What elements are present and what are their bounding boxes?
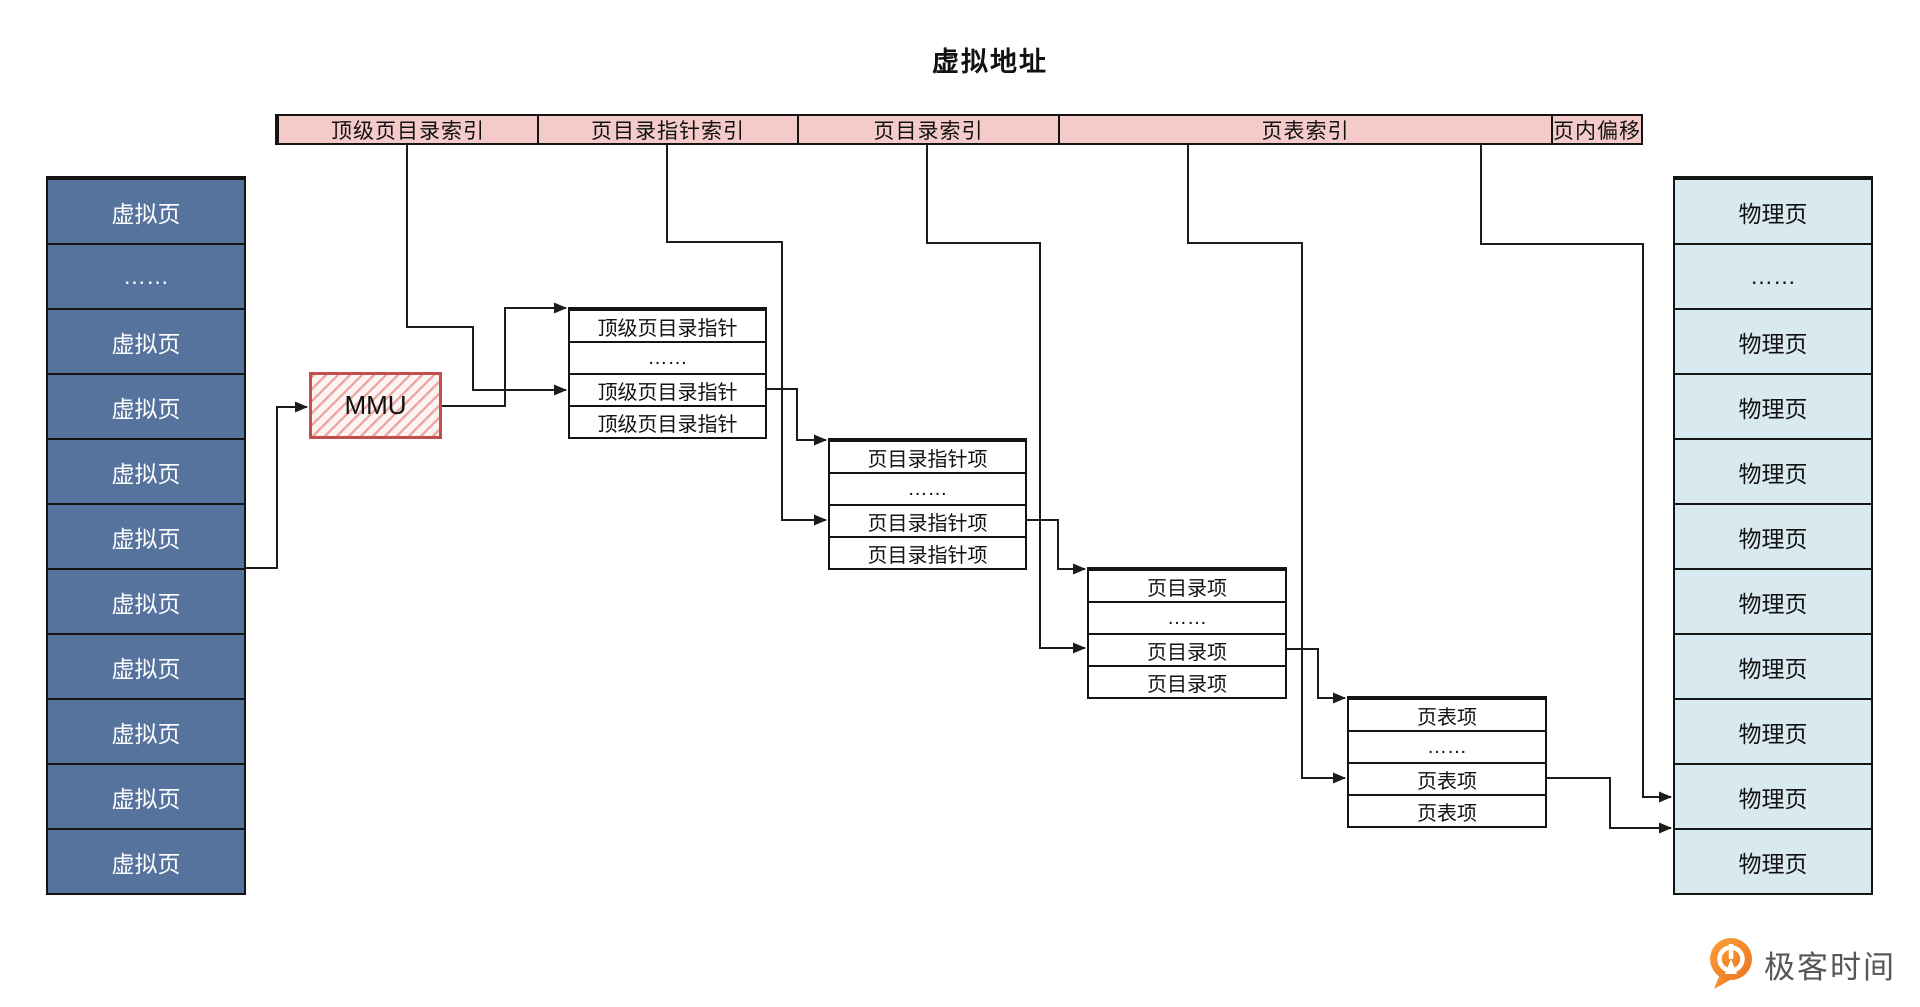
address-field-segment: 顶级页目录索引 xyxy=(277,116,537,143)
table-row: 页目录指针项 xyxy=(830,504,1025,536)
table-row: 页目录项 xyxy=(1089,633,1285,665)
virtual-page-row: 虚拟页 xyxy=(48,568,244,633)
virtual-page-row: …… xyxy=(48,243,244,308)
wire-table4-to-physical-page xyxy=(1547,777,1672,834)
table-row: …… xyxy=(1089,601,1285,633)
wire-index3-to-table3-row3 xyxy=(926,145,1086,654)
physical-page-row: 物理页 xyxy=(1675,698,1871,763)
table-row: 页表项 xyxy=(1349,762,1545,794)
physical-page-row: 物理页 xyxy=(1675,763,1871,828)
table-row: 页目录项 xyxy=(1089,665,1285,697)
page-title: 虚拟地址 xyxy=(932,47,1048,77)
physical-page-row: 物理页 xyxy=(1675,828,1871,893)
physical-page-column: 物理页……物理页物理页物理页物理页物理页物理页物理页物理页物理页 xyxy=(1673,176,1873,895)
page-table-entry-table: 页表项……页表项页表项 xyxy=(1347,696,1547,828)
table-row: …… xyxy=(830,472,1025,504)
physical-page-row: 物理页 xyxy=(1675,503,1871,568)
address-field-segment: 页内偏移 xyxy=(1551,116,1641,143)
wire-table2-to-table3 xyxy=(1027,519,1086,575)
physical-page-row: 物理页 xyxy=(1675,373,1871,438)
virtual-page-row: 虚拟页 xyxy=(48,698,244,763)
virtual-page-row: 虚拟页 xyxy=(48,438,244,503)
virtual-page-row: 虚拟页 xyxy=(48,503,244,568)
geektime-logo: 极客时间 xyxy=(1706,936,1896,992)
address-field-segment: 页目录索引 xyxy=(797,116,1058,143)
address-field-segment: 页表索引 xyxy=(1058,116,1551,143)
virtual-page-column: 虚拟页……虚拟页虚拟页虚拟页虚拟页虚拟页虚拟页虚拟页虚拟页虚拟页 xyxy=(46,176,246,895)
physical-page-row: 物理页 xyxy=(1675,568,1871,633)
physical-page-row: 物理页 xyxy=(1675,438,1871,503)
table-row: …… xyxy=(570,341,765,373)
page-directory-pointer-entry-table: 页目录指针项……页目录指针项页目录指针项 xyxy=(828,438,1027,570)
virtual-page-row: 虚拟页 xyxy=(48,633,244,698)
wire-virtual-page-to-mmu xyxy=(246,401,308,569)
virtual-page-row: 虚拟页 xyxy=(48,373,244,438)
virtual-page-row: 虚拟页 xyxy=(48,828,244,893)
physical-page-row: …… xyxy=(1675,243,1871,308)
wire-mmu-to-table1 xyxy=(442,302,567,407)
table-row: 顶级页目录指针 xyxy=(570,405,765,437)
geektime-logo-text: 极客时间 xyxy=(1764,949,1896,985)
physical-page-row: 物理页 xyxy=(1675,178,1871,243)
table-row: 页表项 xyxy=(1349,794,1545,826)
mmu-box: MMU xyxy=(309,372,442,439)
table-row: …… xyxy=(1349,730,1545,762)
virtual-page-row: 虚拟页 xyxy=(48,763,244,828)
wire-table3-to-table4 xyxy=(1287,648,1346,704)
table-row: 页目录指针项 xyxy=(830,536,1025,568)
physical-page-row: 物理页 xyxy=(1675,308,1871,373)
virtual-address-bar: 顶级页目录索引页目录指针索引页目录索引页表索引页内偏移 xyxy=(275,114,1643,145)
table-row: 页目录指针项 xyxy=(830,440,1025,472)
virtual-page-row: 虚拟页 xyxy=(48,178,244,243)
top-level-page-directory-pointer-table: 顶级页目录指针……顶级页目录指针顶级页目录指针 xyxy=(568,307,767,439)
table-row: 顶级页目录指针 xyxy=(570,309,765,341)
address-field-segment: 页目录指针索引 xyxy=(537,116,797,143)
table-row: 页表项 xyxy=(1349,698,1545,730)
table-row: 页目录项 xyxy=(1089,569,1285,601)
virtual-page-row: 虚拟页 xyxy=(48,308,244,373)
wire-table1-to-table2 xyxy=(767,388,827,446)
physical-page-row: 物理页 xyxy=(1675,633,1871,698)
page-directory-entry-table: 页目录项……页目录项页目录项 xyxy=(1087,567,1287,699)
wire-index1-to-table1-row3 xyxy=(406,145,567,396)
table-row: 顶级页目录指针 xyxy=(570,373,765,405)
geektime-logo-icon xyxy=(1710,938,1752,989)
